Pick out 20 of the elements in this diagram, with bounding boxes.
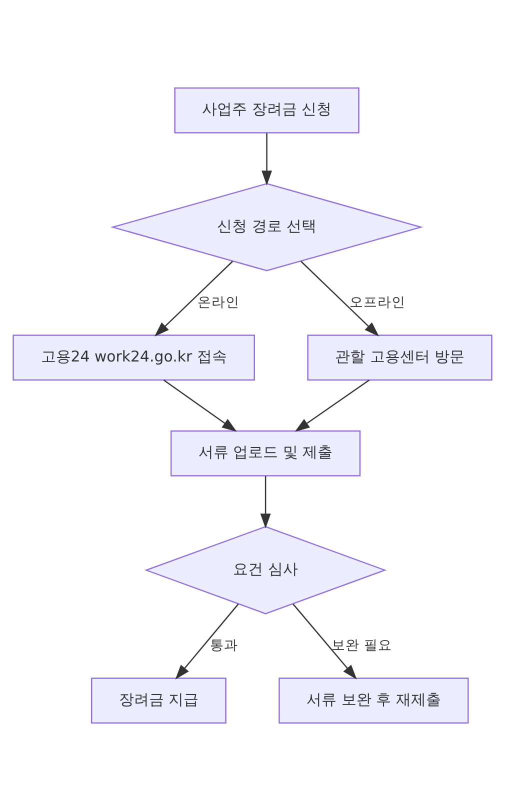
- arrow: [262, 133, 272, 186]
- arrow: [163, 380, 237, 432]
- arrow: [260, 476, 271, 529]
- arrow: [300, 260, 380, 336]
- node-diamond: 요건 심사: [144, 526, 387, 614]
- node-box: 고용24 work24.go.kr 접속: [12, 334, 255, 381]
- edge-label: 보완 필요: [332, 637, 392, 654]
- node-box: 서류 보완 후 재제출: [278, 678, 469, 724]
- node-box: 장려금 지급: [90, 678, 226, 724]
- arrow: [292, 604, 357, 680]
- node-box: 서류 업로드 및 제출: [170, 430, 361, 476]
- arrow: [175, 604, 239, 680]
- arrow: [154, 260, 233, 336]
- edge-label: 온라인: [197, 294, 240, 310]
- arrow: [294, 380, 370, 432]
- node-box: 사업주 장려금 신청: [174, 87, 360, 134]
- node-diamond: 신청 경로 선택: [110, 183, 424, 272]
- edge-label: 오프라인: [349, 294, 406, 310]
- node-box: 관할 고용센터 방문: [307, 334, 492, 381]
- edge-label: 통과: [210, 637, 238, 654]
